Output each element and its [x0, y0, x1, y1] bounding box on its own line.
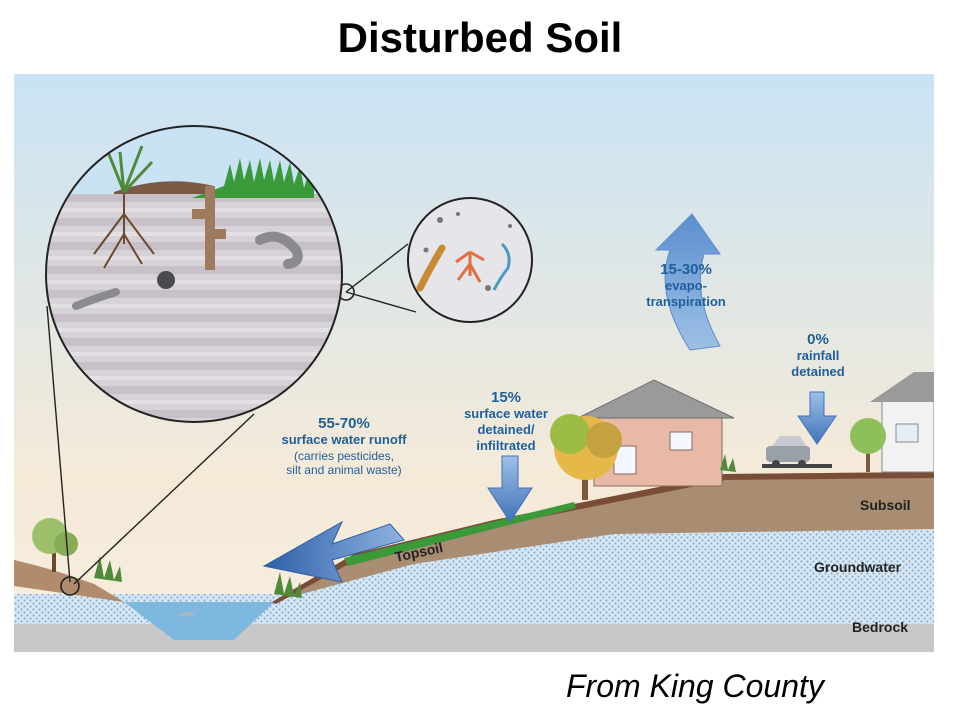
page-title: Disturbed Soil — [337, 14, 623, 61]
infiltration-arrow — [487, 455, 533, 523]
evapotranspiration-arrow — [654, 213, 721, 351]
bush-icon — [274, 572, 302, 598]
tree-icon — [850, 418, 886, 472]
fish-icon — [176, 611, 196, 617]
pond — [124, 602, 274, 640]
subsoil-layer — [272, 472, 934, 602]
evapotranspiration-percent: 15-30% — [660, 261, 712, 278]
runoff-label-3: silt and animal waste) — [286, 463, 401, 477]
rainfall-arrow — [797, 391, 837, 445]
tree-icon — [550, 414, 622, 500]
runoff-label-1: surface water runoff — [282, 432, 408, 447]
groundwater-layer — [14, 529, 934, 614]
bedrock-label: Bedrock — [852, 619, 908, 635]
soil-zoom-circle — [45, 125, 343, 423]
car-icon — [762, 436, 832, 468]
evapotranspiration-label-2: transpiration — [646, 294, 726, 309]
source-credit: From King County — [566, 668, 824, 704]
groundwater-label: Groundwater — [814, 559, 902, 575]
microbe-zoom-circle — [407, 197, 533, 323]
surface-water-label-2: detained/ — [477, 422, 534, 437]
bush-icon — [94, 556, 122, 582]
house-icon — [577, 379, 735, 487]
rainfall-percent: 0% — [807, 331, 829, 348]
house-icon — [870, 372, 934, 473]
bush-icon — [720, 454, 736, 472]
rainfall-label-1: rainfall — [797, 348, 840, 363]
topsoil-strip — [344, 502, 576, 566]
runoff-percent: 55-70% — [318, 415, 370, 432]
runoff-label-2: (carries pesticides, — [294, 449, 394, 463]
evapotranspiration-label-1: evapo- — [665, 278, 707, 293]
subsoil-label: Subsoil — [860, 497, 911, 513]
surface-water-label-3: infiltrated — [476, 438, 535, 453]
disturbed-soil-diagram: 15-30% evapo- transpiration 0% rainfall … — [14, 74, 934, 652]
surface-water-label-1: surface water — [464, 406, 548, 421]
surface-water-percent: 15% — [491, 389, 521, 406]
tree-icon — [32, 518, 78, 572]
rainfall-label-2: detained — [791, 364, 845, 379]
